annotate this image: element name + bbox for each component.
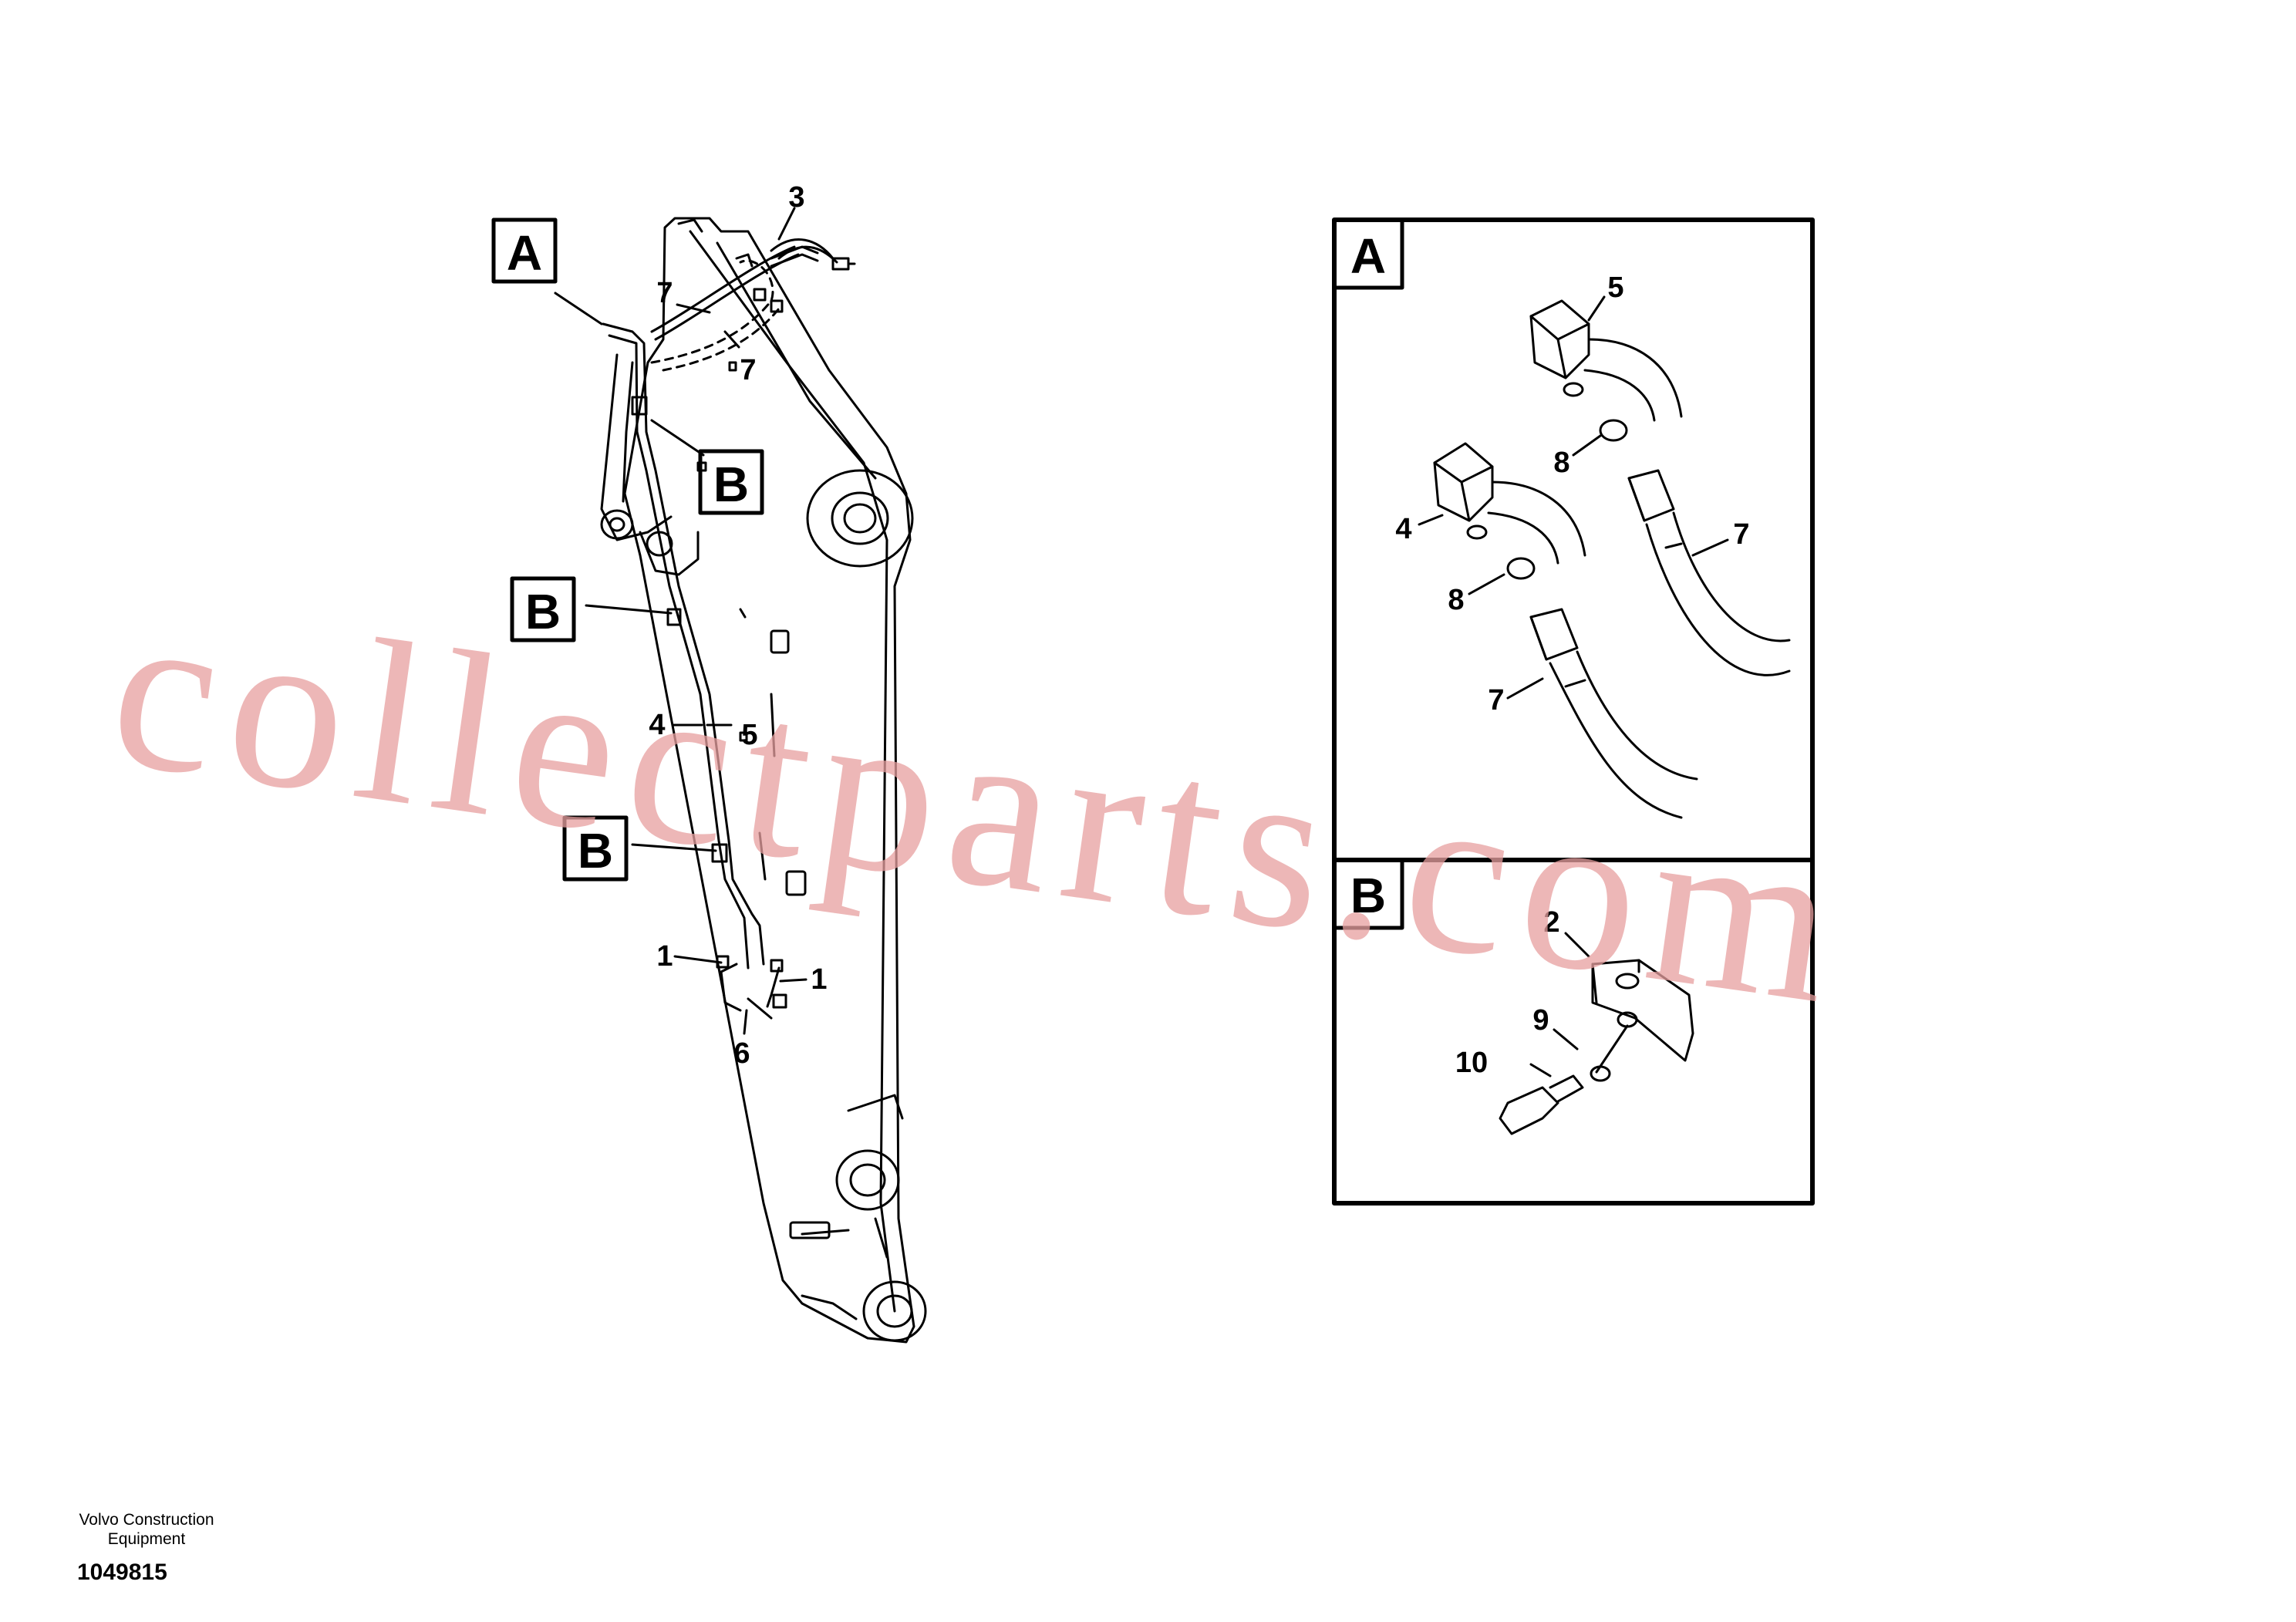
- detail-a-callout-5: 5: [1607, 271, 1623, 304]
- footer-company: Volvo Construction Equipment: [79, 1511, 214, 1548]
- detail-a-letter: A: [1350, 228, 1386, 284]
- callout-5: 5: [741, 719, 757, 751]
- detail-a-leaders: [1418, 295, 1729, 700]
- detail-a-callout-7b: 7: [1488, 684, 1504, 717]
- boom-arm: [600, 217, 927, 1344]
- detail-b-tag: [1332, 858, 1404, 930]
- callout-7a: 7: [656, 277, 673, 309]
- box-b-letter-main-1: B: [713, 457, 749, 512]
- footer-diagram-number: 1049815: [77, 1560, 167, 1585]
- box-b-main-3: [562, 815, 629, 882]
- detail-b-panel: [1332, 858, 1815, 1206]
- detail-a-drawing: [1433, 299, 1791, 819]
- detail-b-callout-9: 9: [1532, 1004, 1549, 1037]
- callout-1a: 1: [656, 940, 673, 973]
- callout-7b: 7: [740, 354, 756, 386]
- box-a-letter-main: A: [507, 225, 542, 281]
- box-b-main-2: [510, 576, 576, 642]
- watermark-text: collectparts.com: [98, 557, 1861, 1054]
- box-a-main: [491, 218, 558, 284]
- box-b-letter-main-3: B: [578, 823, 613, 878]
- detail-b-callout-2: 2: [1543, 906, 1559, 939]
- callout-1b: 1: [811, 963, 827, 996]
- box-b-letter-main-2: B: [525, 584, 561, 639]
- callout-3: 3: [788, 181, 804, 214]
- detail-a-tag: [1332, 218, 1404, 290]
- detail-b-letter: B: [1350, 868, 1386, 923]
- detail-a-callout-4: 4: [1395, 513, 1411, 545]
- detail-a-callout-8a: 8: [1553, 447, 1569, 479]
- detail-a-callout-8b: 8: [1448, 584, 1464, 616]
- detail-a-callout-7a: 7: [1733, 518, 1749, 551]
- detail-b-callout-10: 10: [1455, 1047, 1488, 1079]
- box-b-main-1: [698, 449, 764, 515]
- detail-b-leaders: [1529, 932, 1590, 1077]
- callout-4: 4: [649, 709, 665, 741]
- hose-lines: [602, 238, 856, 1020]
- detail-b-drawing: [1499, 959, 1694, 1135]
- main-leaders: [554, 207, 807, 1035]
- callout-6: 6: [733, 1037, 750, 1070]
